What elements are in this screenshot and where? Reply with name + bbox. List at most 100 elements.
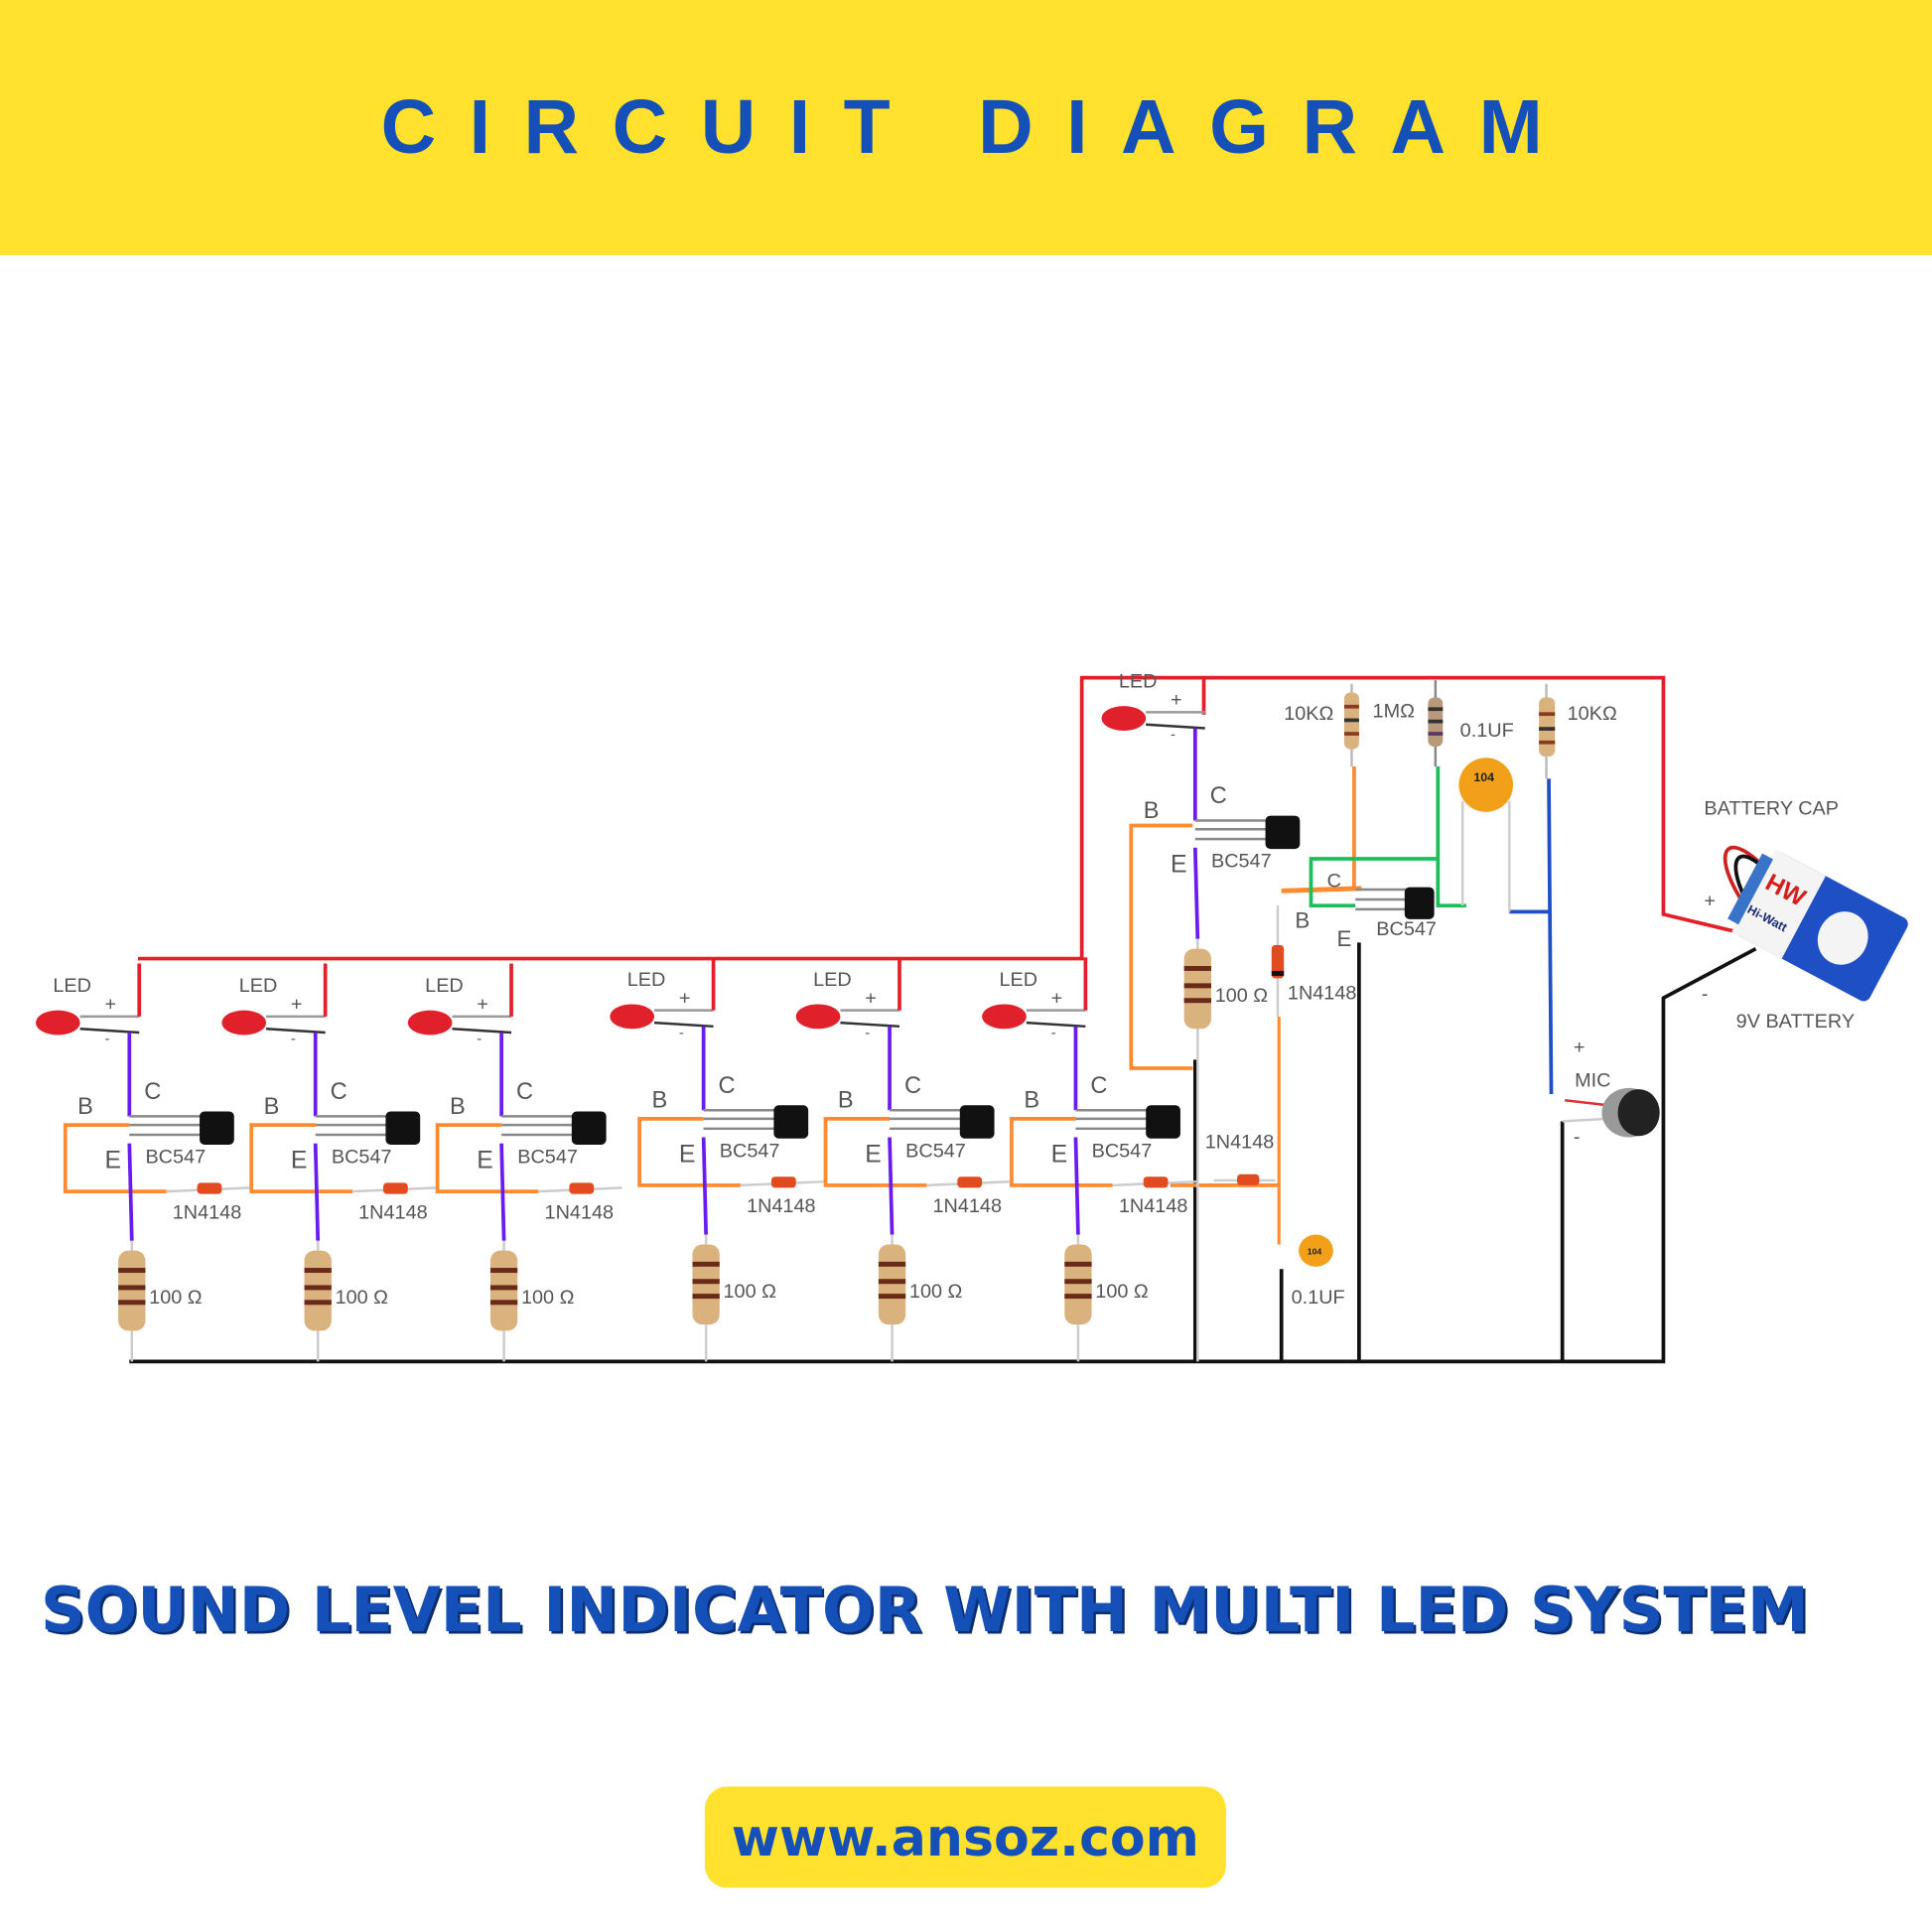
resistor-band [304,1300,332,1306]
base-label: B [1144,797,1160,823]
led-plus-label: + [1051,987,1063,1009]
led-label: LED [53,975,91,997]
resistor-band [692,1279,720,1285]
r2-label: 1MΩ [1373,700,1415,722]
microphone [1562,1087,1660,1138]
resistor-band [489,1300,518,1306]
feedback-wire [1436,765,1466,908]
cap1-label: 0.1UF [1460,720,1514,742]
r3-label: 10KΩ [1568,703,1617,725]
transistor-icon [959,1105,995,1139]
resistor-band [118,1268,146,1274]
led-cathode-lead [79,1028,140,1035]
emitter-wire [1192,847,1200,939]
emitter-label: E [104,1148,121,1174]
diode-label: 1N4148 [545,1201,615,1223]
led-minus-label: - [679,1026,684,1041]
resistor-band [1183,998,1211,1004]
feedback-loop-wire [1309,857,1439,908]
ceramic-capacitor-1: 104 [1458,758,1514,912]
resistor-band [118,1300,146,1306]
led-cathode-lead [265,1028,326,1035]
amp-e-label: E [1337,926,1352,951]
amp-transistor [1355,887,1435,919]
mic-plus-wire [1547,778,1554,1095]
emitter-label: E [291,1148,308,1174]
transistor-icon [385,1111,421,1145]
led-plus-label: + [477,994,488,1016]
led-minus-label: - [865,1026,870,1041]
led-cathode-lead [840,1021,900,1029]
led-icon [610,1004,655,1030]
resistor-band [692,1294,720,1300]
base-wire [637,1117,741,1187]
ceramic-capacitor-2: 104 [1299,1234,1333,1267]
led-plus-label: + [1171,689,1182,711]
resistor-band [489,1268,518,1274]
emitter-wire [499,1143,506,1241]
led-icon [221,1010,267,1035]
stage7-base-wire [1129,823,1193,1070]
resistor-band [878,1279,906,1285]
resistor-band [878,1261,906,1267]
resistor-icon [304,1250,332,1331]
diode-label: 1N4148 [932,1195,1002,1217]
emitter-wire [701,1137,708,1235]
led-minus-label: - [291,1032,296,1047]
emitter-wire [888,1137,895,1235]
r1-label: 10KΩ [1284,703,1333,725]
collector-label: C [144,1078,161,1104]
mic-plus-label: + [1574,1036,1586,1058]
led-label: LED [1119,671,1158,693]
emitter-label: E [1051,1141,1068,1168]
emitter-wire [1073,1137,1080,1235]
base-label: B [77,1093,93,1119]
diode-icon [1143,1176,1169,1188]
resistor-r1 [1344,683,1359,766]
resistor-band [1183,983,1211,989]
resistor-label: 100 Ω [336,1287,388,1309]
resistor-band [1064,1261,1092,1267]
led-icon [982,1004,1027,1030]
resistor-label: 100 Ω [149,1287,202,1309]
diode-icon [569,1182,595,1194]
resistor-band [118,1285,146,1291]
diode-label: 1N4148 [173,1201,242,1223]
transistor-icon [1146,1105,1180,1139]
diode-icon [770,1176,796,1188]
led-plus-label: + [291,994,303,1016]
led-label: LED [239,975,278,997]
led-minus-label: - [1171,728,1175,744]
resistor-band [304,1285,332,1291]
resistor-band [692,1261,720,1267]
battery-minus-label: - [1702,984,1709,1006]
battery-plus-label: + [1704,890,1716,911]
collector-label: C [1090,1072,1107,1098]
resistor-band [489,1285,518,1291]
emitter-label: E [679,1141,696,1168]
led-icon [407,1010,453,1035]
wires [129,675,1757,1364]
led-cathode-lead [653,1021,714,1029]
diode-label: 1N4148 [747,1195,816,1217]
resistor-r3 [1539,683,1556,779]
resistor-icon [118,1250,146,1331]
diode-label: 1N4148 [1119,1195,1188,1217]
collector-label: C [331,1078,347,1104]
amp-base-wire [1281,886,1362,894]
resistor-band [1183,965,1211,971]
website-link[interactable]: www.ansoz.com [731,1807,1199,1867]
battery-label: 9V BATTERY [1736,1011,1855,1033]
led-label: LED [627,969,666,991]
website-badge[interactable]: www.ansoz.com [704,1786,1226,1888]
collector-label: C [516,1078,533,1104]
transistor-label: BC547 [720,1140,780,1162]
diode-icon [382,1182,408,1194]
base-wire [249,1123,352,1193]
resistor-label: 100 Ω [724,1281,776,1303]
